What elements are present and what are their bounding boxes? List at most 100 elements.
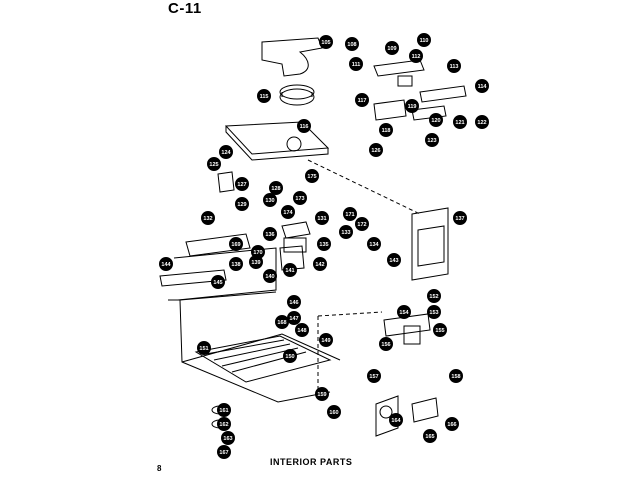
callout-number: 165 [425, 434, 434, 440]
page-number: 8 [157, 464, 162, 473]
callout-bubble [397, 305, 411, 319]
callout-141: 141 [283, 263, 297, 277]
callout-bubble [305, 169, 319, 183]
callout-168: 168 [275, 315, 289, 329]
callout-number: 159 [317, 392, 326, 398]
callout-bubble [445, 417, 459, 431]
callout-115: 115 [257, 89, 271, 103]
callout-number: 105 [321, 40, 330, 46]
callout-108: 108 [345, 37, 359, 51]
callout-150: 150 [283, 349, 297, 363]
callout-bubble [263, 193, 277, 207]
callout-157: 157 [367, 369, 381, 383]
callout-number: 172 [357, 222, 366, 228]
callout-bubble [355, 217, 369, 231]
callout-bubble [293, 191, 307, 205]
callout-number: 151 [199, 346, 208, 352]
callout-number: 164 [391, 418, 401, 424]
callout-bubble [219, 145, 233, 159]
callout-number: 147 [289, 316, 298, 322]
callout-bubble [423, 429, 437, 443]
callout-bubble [197, 341, 211, 355]
callout-144: 144 [159, 257, 173, 271]
callout-number: 119 [408, 104, 417, 110]
callout-number: 137 [455, 216, 464, 222]
callout-bubble [389, 413, 403, 427]
callout-156: 156 [379, 337, 393, 351]
switch-assembly-upper [373, 59, 467, 103]
callout-number: 139 [251, 260, 260, 266]
callout-136: 136 [263, 227, 277, 241]
switch-assembly-lower [373, 99, 447, 121]
transformer [279, 221, 311, 271]
callout-number: 128 [271, 186, 280, 192]
callout-bubble [379, 123, 393, 137]
callout-133: 133 [339, 225, 353, 239]
callout-number: 163 [223, 436, 232, 442]
callout-bubble [417, 33, 431, 47]
callout-151: 151 [197, 341, 211, 355]
callout-124: 124 [219, 145, 233, 159]
callout-number: 154 [399, 310, 409, 316]
callout-number: 132 [203, 216, 212, 222]
callout-bubble [159, 257, 173, 271]
callout-174: 174 [281, 205, 295, 219]
callout-bubble [339, 225, 353, 239]
callout-number: 125 [209, 162, 218, 168]
callout-132: 132 [201, 211, 215, 225]
callout-number: 141 [285, 268, 294, 274]
callout-bubble [251, 245, 265, 259]
callout-number: 171 [345, 212, 354, 218]
callout-bubble [275, 315, 289, 329]
callout-109: 109 [385, 41, 399, 55]
callout-bubble [229, 237, 243, 251]
callout-number: 130 [265, 198, 274, 204]
callout-125: 125 [207, 157, 221, 171]
trim-strip [159, 269, 227, 287]
callout-bubble [217, 445, 231, 459]
callout-167: 167 [217, 445, 231, 459]
callout-bubble [355, 93, 369, 107]
callout-bubble [433, 323, 447, 337]
callout-134: 134 [367, 237, 381, 251]
callout-148: 148 [295, 323, 309, 337]
callout-146: 146 [287, 295, 301, 309]
callout-number: 173 [295, 196, 304, 202]
callout-160: 160 [327, 405, 341, 419]
callout-142: 142 [313, 257, 327, 271]
callout-number: 145 [213, 280, 222, 286]
callout-129: 129 [235, 197, 249, 211]
callout-bubble [369, 143, 383, 157]
callout-114: 114 [475, 79, 489, 93]
callout-119: 119 [405, 99, 419, 113]
callout-bubble [297, 119, 311, 133]
callout-number: 134 [369, 242, 379, 248]
callout-number: 109 [387, 46, 396, 52]
callout-bubble [269, 181, 283, 195]
callout-number: 156 [381, 342, 390, 348]
callout-bubble [211, 275, 225, 289]
callout-bubble [319, 333, 333, 347]
callout-bubble [201, 211, 215, 225]
callout-147: 147 [287, 311, 301, 325]
callout-113: 113 [447, 59, 461, 73]
callout-number: 155 [435, 328, 444, 334]
callout-172: 172 [355, 217, 369, 231]
callout-number: 170 [253, 250, 262, 256]
callout-bubble [387, 253, 401, 267]
callout-111: 111 [349, 57, 363, 71]
callout-bubble [235, 177, 249, 191]
diagram-caption: INTERIOR PARTS [270, 457, 353, 467]
callout-161: 161 [217, 403, 231, 417]
callout-120: 120 [429, 113, 443, 127]
callout-bubble [345, 37, 359, 51]
callout-127: 127 [235, 177, 249, 191]
callout-bubble [229, 257, 243, 271]
callout-number: 175 [307, 174, 316, 180]
callout-bubble [427, 289, 441, 303]
callout-number: 133 [341, 230, 350, 236]
callout-bubble [207, 157, 221, 171]
blower-wheel [279, 84, 315, 106]
cavity-frame [168, 247, 341, 403]
